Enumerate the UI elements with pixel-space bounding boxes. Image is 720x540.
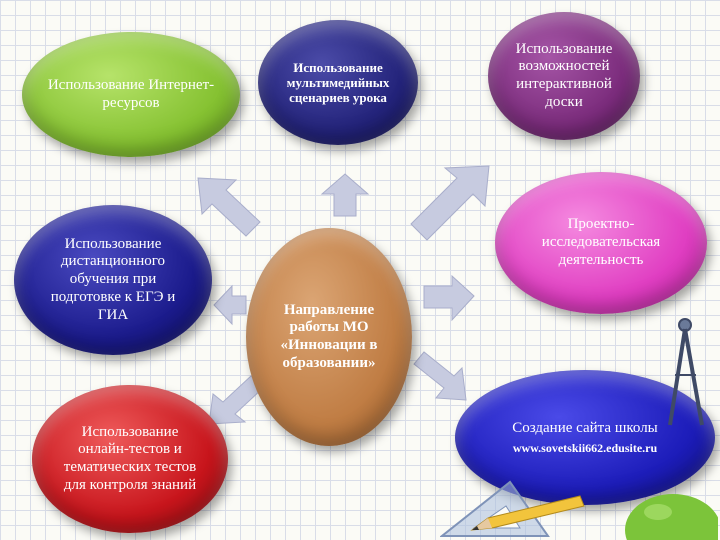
node-multimedia-label: Использование мультимедийных сценариев у… [286, 59, 390, 106]
node-website-label: Создание сайта школы [512, 419, 658, 436]
node-tests: Использование онлайн-тестов и тематическ… [32, 385, 228, 533]
node-internet: Использование Интернет-ресурсов [22, 32, 240, 157]
node-distance: Использование дистанционного обучения пр… [14, 205, 212, 355]
node-project: Проектно-исследовательская деятельность [495, 172, 707, 314]
node-whiteboard-label: Использование возможностей интерактивной… [515, 40, 613, 110]
node-whiteboard: Использование возможностей интерактивной… [488, 12, 640, 140]
node-website-url: www.sovetskii662.edusite.ru [512, 441, 658, 456]
center-node-label: Направление работы МО «Инновации в образ… [280, 301, 378, 371]
center-node: Направление работы МО «Инновации в образ… [246, 228, 412, 446]
arrow-to-whiteboard [410, 165, 490, 241]
node-multimedia: Использование мультимедийных сценариев у… [258, 20, 418, 145]
arrow-to-website [413, 351, 467, 401]
pencil-icon [470, 495, 585, 531]
node-project-label: Проектно-исследовательская деятельность [541, 216, 661, 268]
compass-icon [668, 318, 704, 426]
arrow-to-project [423, 274, 475, 322]
arrow-to-distance [213, 284, 247, 326]
node-tests-label: Использование онлайн-тестов и тематическ… [63, 423, 197, 493]
arrow-to-internet [197, 177, 261, 237]
green-ball-icon [625, 494, 718, 540]
node-website: Создание сайта школы www.sovetskii662.ed… [455, 370, 715, 505]
arrow-to-multimedia [320, 173, 370, 217]
node-distance-label: Использование дистанционного обучения пр… [50, 235, 176, 323]
node-internet-label: Использование Интернет-ресурсов [47, 76, 215, 111]
